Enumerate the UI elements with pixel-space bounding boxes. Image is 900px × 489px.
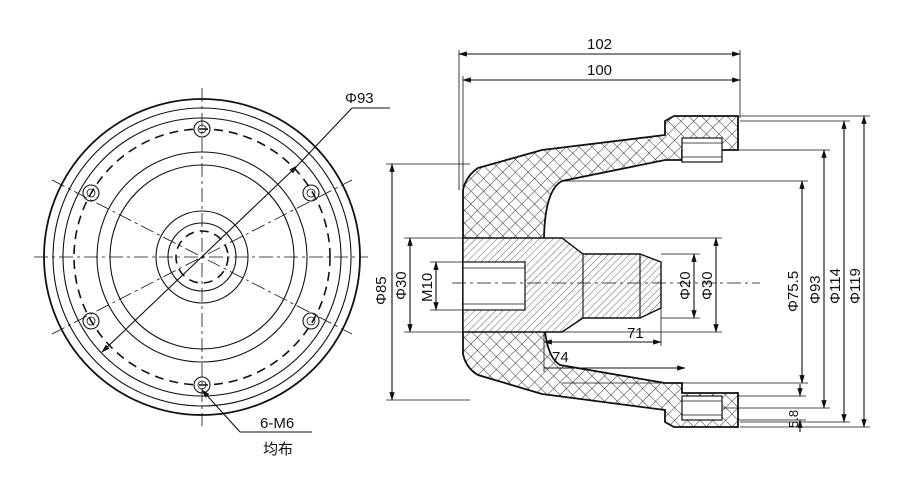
bolt-hole bbox=[82, 184, 100, 202]
dim-114-label: Φ114 bbox=[827, 268, 844, 304]
bolt-circle-dim-line bbox=[101, 165, 298, 353]
thread-hole-left bbox=[462, 261, 526, 311]
dim-30-right-label: Φ30 bbox=[699, 271, 716, 300]
bolt-hole bbox=[302, 312, 320, 330]
bolt-hole bbox=[193, 120, 211, 138]
bolt-circle-label: Φ93 bbox=[345, 90, 374, 107]
dim-30-left-label: Φ30 bbox=[393, 271, 410, 300]
dim-119-label: Φ119 bbox=[847, 268, 864, 304]
dim-85-label: Φ85 bbox=[373, 276, 390, 305]
holes-note: 均布 bbox=[263, 441, 293, 458]
dim-100-label: 100 bbox=[587, 62, 612, 79]
front-view: Φ93 6-M6 均布 bbox=[34, 88, 390, 458]
dim-5-8-label: 5.8 bbox=[786, 410, 801, 428]
dim-71-label: 71 bbox=[627, 325, 644, 342]
bolt-hole bbox=[302, 184, 320, 202]
dim-m10-label: M10 bbox=[419, 273, 436, 302]
flange-thread-top bbox=[681, 137, 723, 163]
dim-20-label: Φ20 bbox=[677, 271, 694, 300]
section-view: 102 100 71 74 Φ85 Φ30 M10 Φ20 Φ30 bbox=[373, 36, 870, 432]
flange-thread-bottom bbox=[681, 395, 723, 421]
holes-label: 6-M6 bbox=[260, 415, 294, 432]
holes-leader bbox=[201, 389, 241, 433]
bolt-circle-leader bbox=[296, 107, 353, 167]
dim-74-label: 74 bbox=[552, 349, 569, 366]
bolt-hole bbox=[82, 312, 100, 330]
dim-93-label: Φ93 bbox=[807, 275, 824, 304]
dim-75-5-label: Φ75.5 bbox=[785, 271, 802, 312]
dim-102-label: 102 bbox=[587, 36, 612, 53]
